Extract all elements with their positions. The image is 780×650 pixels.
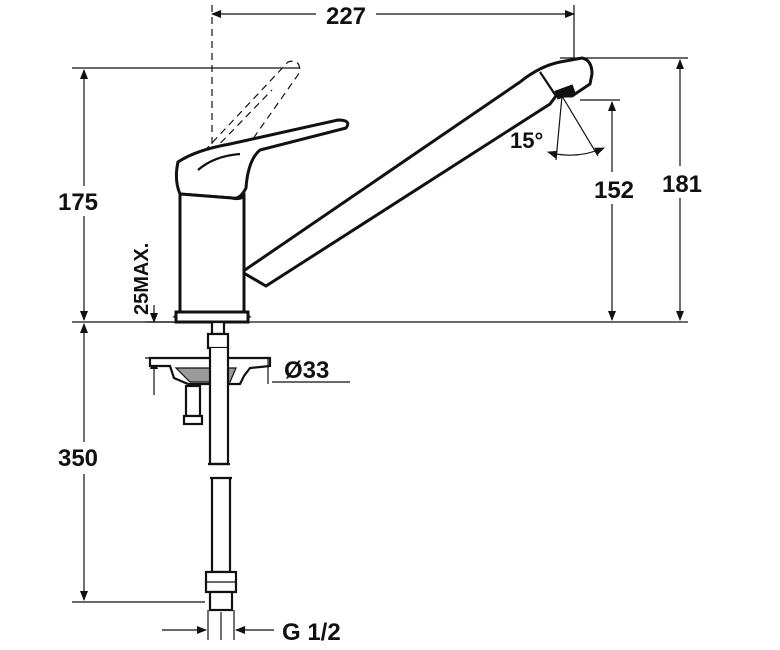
dim-label-d33: Ø33 xyxy=(284,357,329,384)
dim-label-g12: G 1/2 xyxy=(282,619,341,646)
dim-label-350: 350 xyxy=(58,445,98,472)
dimension-hole-diameter: Ø33 xyxy=(267,357,350,384)
dimension-below-length: 350 xyxy=(42,323,205,603)
dimension-spout-angle: 15° xyxy=(510,95,605,161)
dim-label-152: 152 xyxy=(594,177,634,204)
dimension-connection: G 1/2 xyxy=(162,610,341,646)
dimension-left-height: 175 xyxy=(42,67,300,321)
dim-label-227: 227 xyxy=(326,3,366,30)
spout xyxy=(239,56,594,288)
faucet-body xyxy=(172,192,252,324)
dim-label-181: 181 xyxy=(662,171,702,198)
dim-label-15deg: 15° xyxy=(510,128,543,153)
dimension-top-width: 227 xyxy=(211,2,575,64)
supply-hose xyxy=(204,348,238,640)
dim-label-175: 175 xyxy=(58,189,98,216)
dimension-right-heights: 152 181 xyxy=(560,57,708,321)
lever-handle xyxy=(174,118,350,200)
dim-label-25max: 25MAX. xyxy=(131,243,153,315)
